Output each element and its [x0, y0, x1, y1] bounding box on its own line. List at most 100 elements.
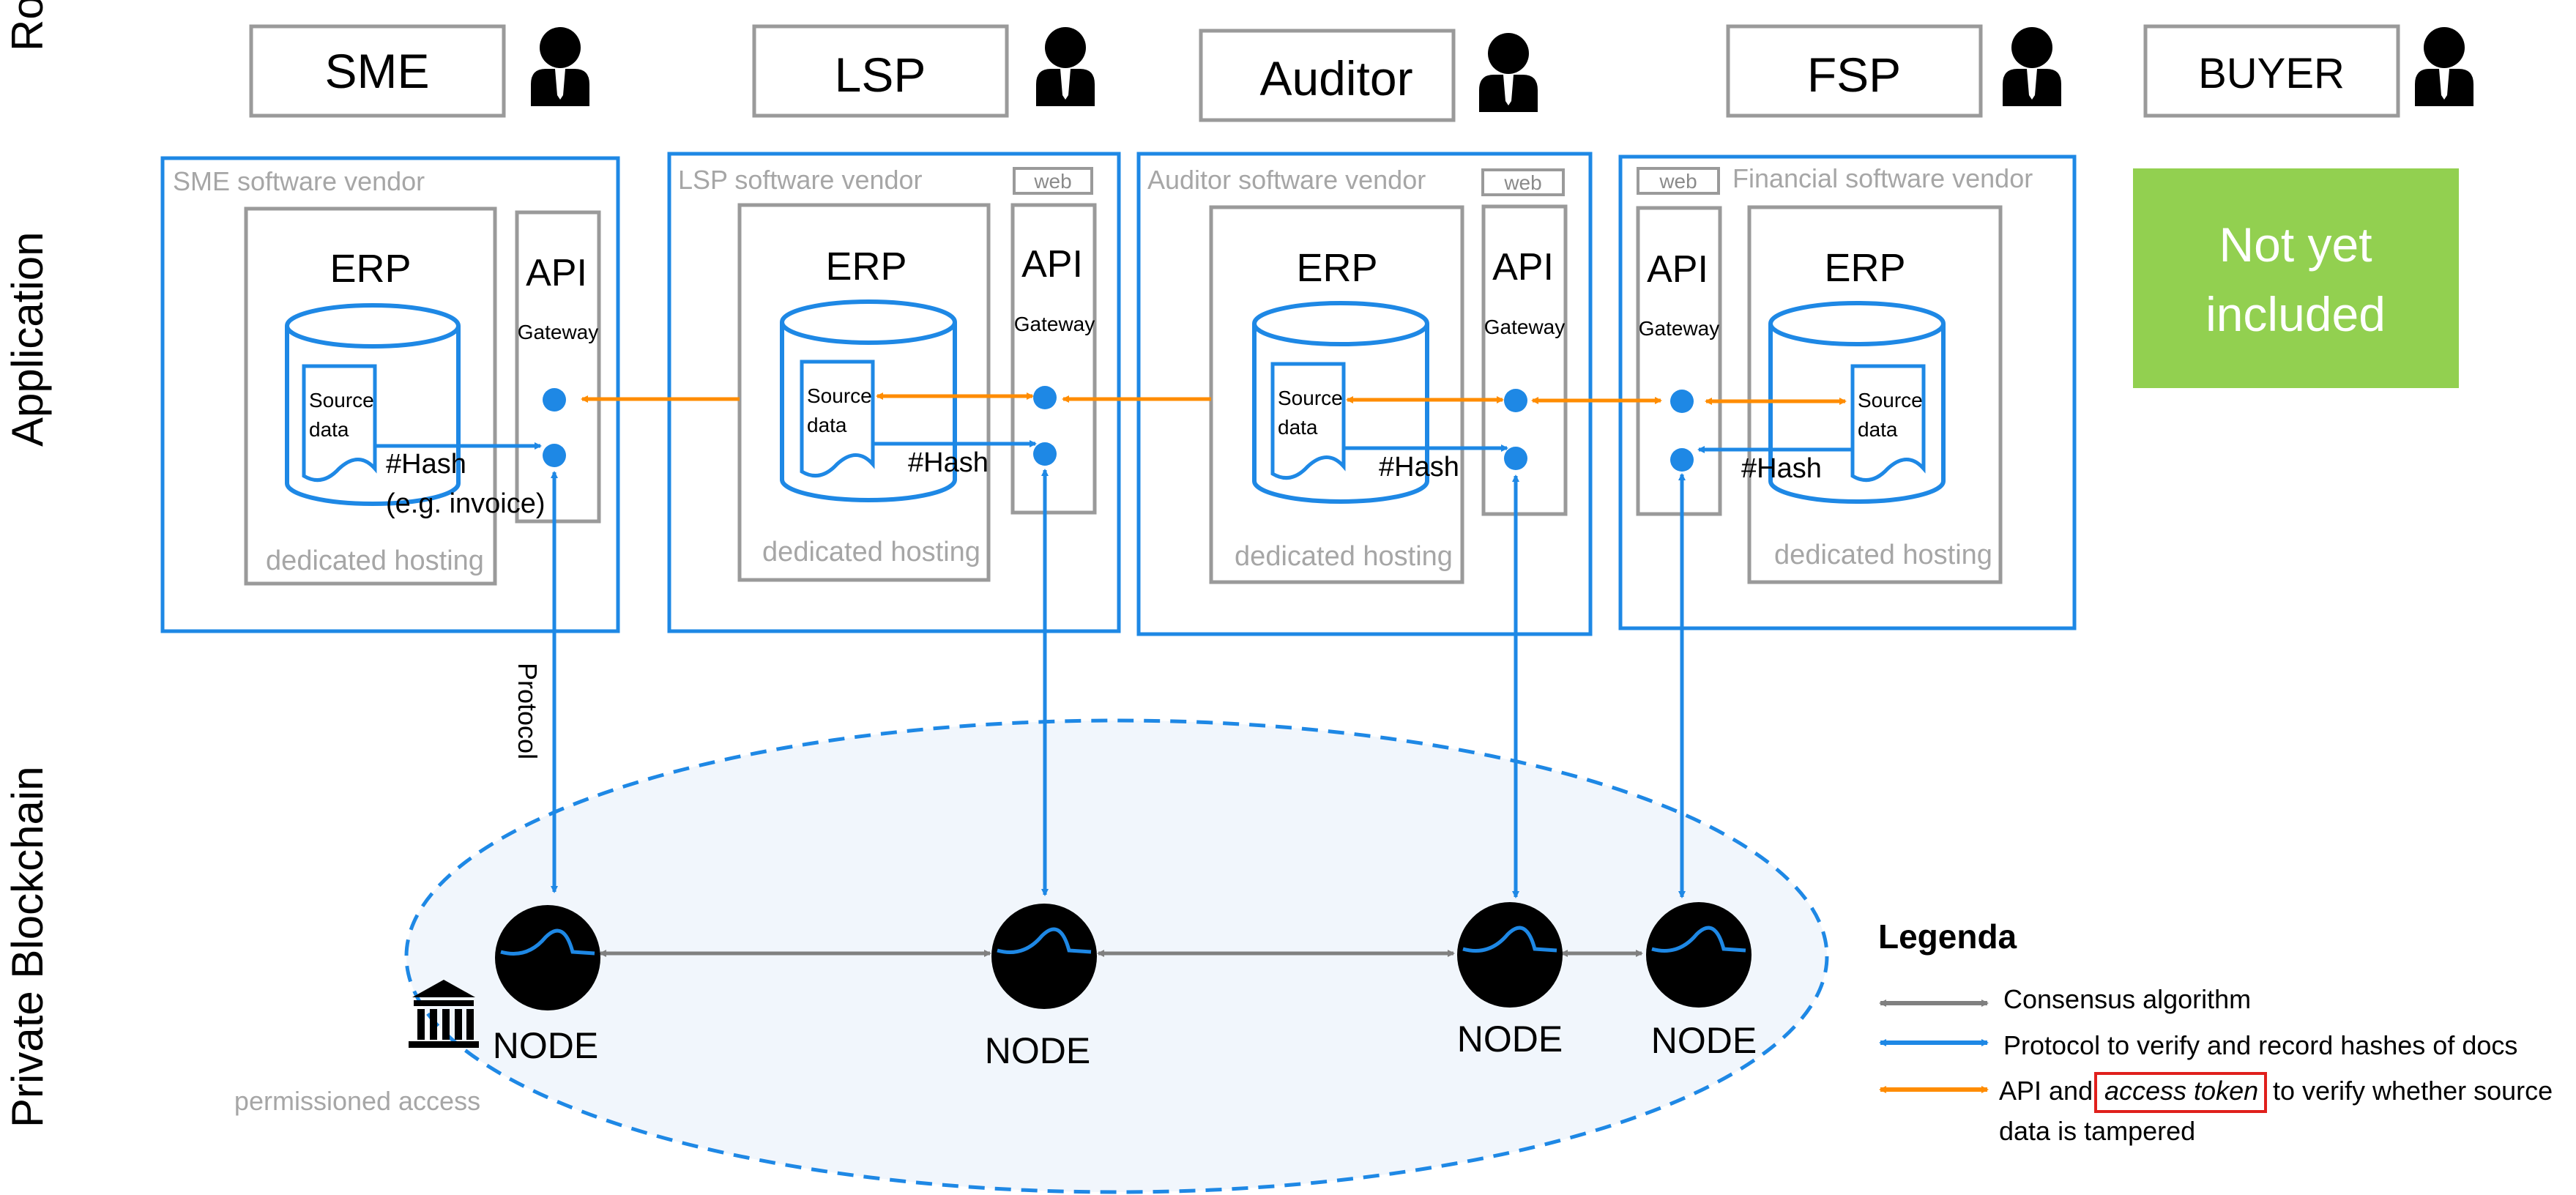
web-label: web — [1659, 170, 1697, 193]
access-token-highlight — [2094, 1072, 2267, 1113]
api-dot-sme-top — [543, 388, 566, 412]
api-dot-sme-bottom — [543, 444, 566, 467]
source-label-1: Source — [807, 384, 872, 407]
protocol-arrows — [551, 469, 1686, 898]
api-label: API — [1021, 243, 1083, 286]
hosting-label: dedicated hosting — [1235, 541, 1453, 572]
person-icon — [1479, 33, 1538, 112]
web-badge-lsp: web — [1013, 167, 1093, 195]
api-dot-auditor-top — [1504, 389, 1527, 412]
web-label: web — [1033, 170, 1071, 193]
source-label-1: Source — [1278, 387, 1343, 409]
gateway-label: Gateway — [1639, 317, 1720, 340]
document-icon-fsp: Source data — [1850, 364, 1926, 483]
hash-label-fsp: #Hash — [1741, 453, 1822, 484]
vendor-label: LSP software vendor — [678, 165, 923, 195]
role-auditor: Auditor — [1199, 29, 1538, 122]
role-sme: SME — [249, 24, 589, 118]
role-buyer: BUYER — [2143, 24, 2473, 118]
source-label-2: data — [1278, 416, 1318, 439]
node-icon — [1457, 902, 1563, 1008]
role-label: BUYER — [2198, 50, 2345, 97]
role-lsp: LSP — [752, 24, 1095, 118]
legend-api-line2: data is tampered — [1999, 1116, 2195, 1146]
protocol-label: Protocol — [513, 663, 543, 759]
vendor-auditor: Auditor software vendor — [1136, 152, 1593, 636]
api-access-arrows — [581, 392, 1847, 405]
person-icon — [2003, 27, 2061, 106]
role-label: LSP — [835, 48, 926, 102]
not-yet-included-box: Not yet included — [2133, 168, 2459, 388]
erp-box-sme: ERP dedicated hosting — [244, 206, 497, 586]
hash-example-sme: (e.g. invoice) — [386, 488, 546, 519]
api-dot-lsp-top — [1033, 386, 1057, 409]
hosting-label: dedicated hosting — [762, 537, 980, 567]
api-dot-auditor-bottom — [1504, 447, 1527, 470]
api-label: API — [1647, 248, 1708, 291]
legend-access-token: access token — [2104, 1076, 2258, 1106]
row-label-role: Role — [3, 0, 52, 51]
document-icon-auditor: Source data — [1270, 362, 1346, 480]
node-fsp: NODE — [1646, 902, 1757, 1061]
vendor-label: SME software vendor — [173, 166, 425, 196]
hosting-label: dedicated hosting — [1774, 540, 1992, 570]
node-sme: NODE — [493, 905, 600, 1066]
api-label: API — [526, 252, 587, 294]
erp-label: ERP — [330, 247, 411, 291]
api-gateway-lsp: API Gateway — [1010, 203, 1097, 515]
node-icon — [495, 905, 600, 1010]
legend-title: Legenda — [1878, 917, 2017, 956]
vendor-fsp: Financial software vendor — [1618, 155, 2077, 630]
row-label-private-blockchain: Private Blockchain — [3, 766, 52, 1128]
node-auditor: NODE — [1457, 902, 1563, 1060]
node-label: NODE — [1457, 1019, 1563, 1060]
document-icon-lsp: Source data — [800, 360, 875, 478]
hash-label-lsp: #Hash — [908, 447, 989, 478]
node-icon — [1646, 902, 1752, 1008]
hash-arrows — [375, 440, 1853, 453]
node-label: NODE — [1651, 1020, 1757, 1061]
gateway-label: Gateway — [518, 321, 599, 343]
web-label: web — [1503, 171, 1541, 194]
vendor-lsp: LSP software vendor — [667, 152, 1121, 633]
api-gateway-auditor: API Gateway — [1481, 204, 1568, 516]
web-badge-auditor: web — [1481, 168, 1565, 196]
person-icon — [2415, 27, 2473, 106]
document-icon-sme: Source data — [302, 364, 377, 483]
person-icon — [531, 27, 589, 106]
hash-label-sme: #Hash — [386, 449, 466, 480]
api-label: API — [1492, 246, 1554, 288]
hosting-label: dedicated hosting — [266, 546, 484, 576]
api-dot-fsp-bottom — [1670, 448, 1694, 472]
private-blockchain-ellipse — [404, 718, 1829, 1194]
vendor-label: Auditor software vendor — [1147, 165, 1426, 195]
erp-box-fsp: ERP dedicated hosting — [1747, 205, 2003, 584]
legend: Legenda Consensus algorithm Protocol to … — [1878, 917, 2553, 1146]
api-dot-lsp-bottom — [1033, 442, 1057, 466]
row-label-application: Application — [3, 231, 52, 447]
not-yet-line-2: included — [2205, 287, 2386, 341]
erp-label: ERP — [1824, 246, 1905, 290]
legend-protocol-text: Protocol to verify and record hashes of … — [2003, 1030, 2517, 1060]
legend-api-prefix: API and — [1999, 1076, 2100, 1106]
hash-label-auditor: #Hash — [1379, 452, 1459, 483]
source-label-2: data — [309, 418, 349, 441]
gateway-label: Gateway — [1014, 313, 1095, 335]
role-label: FSP — [1807, 48, 1901, 102]
gateway-label: Gateway — [1484, 316, 1566, 338]
not-yet-line-1: Not yet — [2219, 217, 2372, 272]
api-endpoint-dots — [543, 386, 1694, 472]
bank-icon — [409, 980, 479, 1048]
legend-consensus-text: Consensus algorithm — [2003, 984, 2251, 1014]
api-dot-fsp-top — [1670, 390, 1694, 413]
role-label: SME — [324, 44, 429, 98]
legend-api-suffix: to verify whether source — [2266, 1076, 2553, 1106]
source-label-1: Source — [1858, 389, 1923, 412]
erp-label: ERP — [825, 245, 907, 288]
vendor-sme: SME software vendor — [160, 156, 620, 633]
node-icon — [991, 904, 1097, 1009]
source-label-1: Source — [309, 389, 374, 412]
node-label: NODE — [985, 1030, 1090, 1071]
source-label-2: data — [807, 414, 847, 436]
api-gateway-sme: API Gateway — [515, 210, 601, 524]
